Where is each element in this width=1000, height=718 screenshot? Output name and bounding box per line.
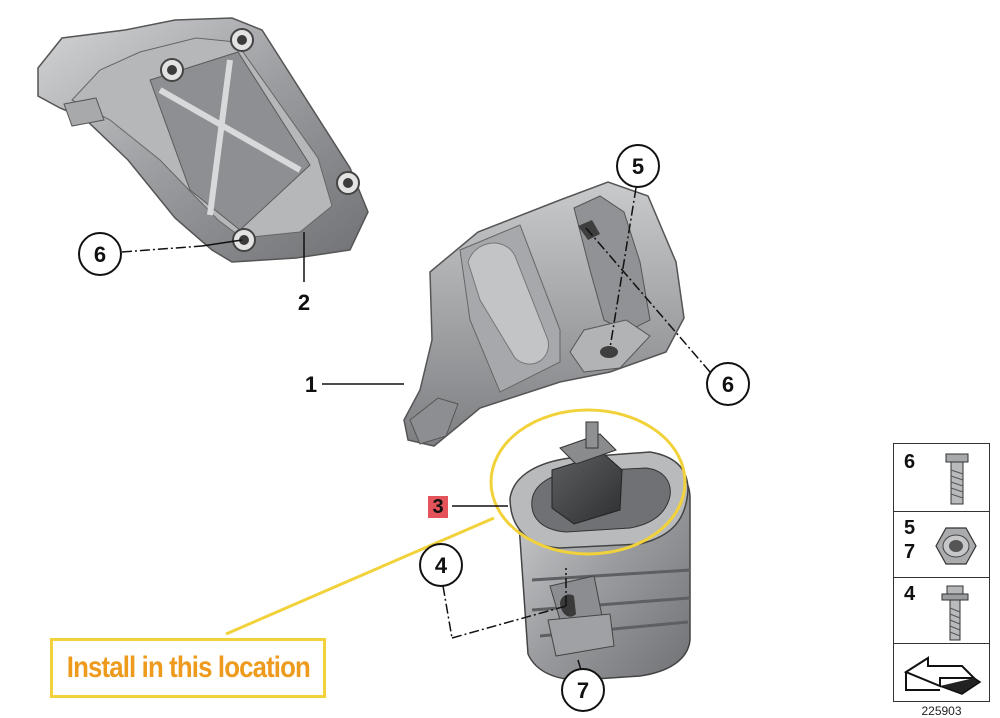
callout-4-number: 4: [435, 553, 448, 578]
flange-bolt-icon: [941, 585, 969, 641]
highlight-ellipse: [489, 408, 687, 556]
legend-row-nut-5-7: 5 7: [894, 512, 989, 578]
legend-row-arrow: [894, 644, 989, 701]
install-annotation-text: Install in this location: [66, 651, 310, 684]
callout-7: 7: [561, 668, 605, 712]
legend-number-7: 7: [904, 541, 916, 563]
callout-4: 4: [419, 543, 463, 587]
leader-lines: [121, 187, 711, 671]
arrow-icon: [903, 656, 982, 695]
fastener-legend: 6 5 7 4: [893, 443, 990, 702]
callout-6-left: 6: [78, 232, 122, 276]
callout-6-right: 6: [706, 362, 750, 406]
bolt-icon: [945, 453, 969, 505]
callout-5: 5: [616, 144, 660, 188]
label-part-2: 2: [298, 290, 310, 315]
engine-mount-part-3: [509, 421, 691, 681]
diagram-reference-number: 225903: [921, 704, 962, 718]
legend-row-bolt-4: 4: [894, 578, 989, 644]
legend-number-4: 4: [904, 583, 916, 605]
hex-nut-icon: [935, 527, 977, 565]
legend-row-bolt-6: 6: [894, 444, 989, 512]
highlight-leader: [225, 516, 495, 636]
callout-6-left-number: 6: [94, 242, 106, 267]
bracket-part-1: [403, 181, 685, 447]
callout-5-number: 5: [632, 154, 644, 179]
legend-number-6: 6: [904, 451, 916, 473]
callout-6-right-number: 6: [722, 372, 734, 397]
bracket-part-2: [37, 17, 369, 263]
label-part-1: 1: [305, 372, 317, 397]
label-part-3: 3: [428, 496, 448, 518]
callout-7-number: 7: [577, 678, 589, 703]
install-annotation-box: Install in this location: [50, 638, 326, 698]
legend-number-5: 5: [904, 517, 916, 539]
